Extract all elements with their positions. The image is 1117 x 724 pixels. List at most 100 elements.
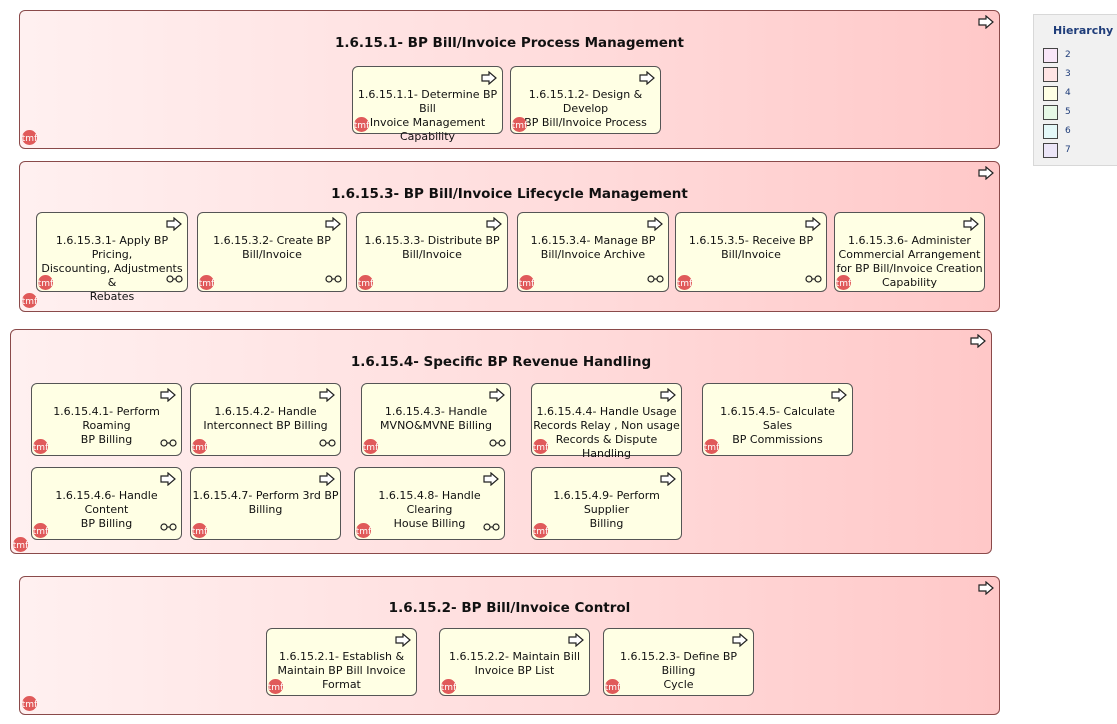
badge-text: tmf <box>519 279 535 289</box>
group-bill-invoice-process-management[interactable]: 1.6.15.1- BP Bill/Invoice Process Manage… <box>19 10 1000 149</box>
badge-text: tmf <box>363 443 379 453</box>
arrow-right-icon <box>978 581 994 595</box>
arrow-right-icon <box>660 388 676 402</box>
group-title: 1.6.15.2- BP Bill/Invoice Control <box>388 600 631 616</box>
link-chain-icon <box>325 275 342 283</box>
box-1-6-15-4-5[interactable]: 1.6.15.4.5- Calculate Sales BP Commissio… <box>702 383 853 456</box>
group-title: 1.6.15.4- Specific BP Revenue Handling <box>350 354 652 370</box>
badge-text: tmf <box>192 443 208 453</box>
badge-text: tmf <box>33 527 49 537</box>
box-1-6-15-4-4[interactable]: 1.6.15.4.4- Handle Usage Records Relay ,… <box>531 383 682 460</box>
badge-text: tmf <box>512 121 528 131</box>
badge-text: tmf <box>38 279 54 289</box>
tmf-badge-icon: tmf <box>199 275 215 290</box>
box-1-6-15-4-3[interactable]: 1.6.15.4.3- Handle MVNO&MVNE Billing tmf <box>361 383 511 456</box>
legend-label: 5 <box>1065 107 1071 117</box>
tmf-badge-icon: tmf <box>192 523 208 538</box>
box-1-6-15-2-3[interactable]: 1.6.15.2.3- Define BP Billing Cycle tmf <box>603 628 754 696</box>
arrow-right-icon <box>166 217 182 231</box>
box-1-6-15-3-2[interactable]: 1.6.15.3.2- Create BP Bill/Invoice tmf <box>197 212 347 292</box>
legend-label: 7 <box>1065 145 1071 155</box>
badge-text: tmf <box>677 279 693 289</box>
arrow-right-icon <box>319 388 335 402</box>
legend-label: 3 <box>1065 69 1071 79</box>
arrow-right-icon <box>647 217 663 231</box>
box-label: 1.6.15.4.8- Handle Clearing House Billin… <box>378 489 481 530</box>
tmf-badge-icon: tmf <box>358 275 374 290</box>
link-chain-icon <box>483 523 500 531</box>
group-title: 1.6.15.1- BP Bill/Invoice Process Manage… <box>335 35 684 51</box>
arrow-right-icon <box>568 633 584 647</box>
box-1-6-15-2-1[interactable]: 1.6.15.2.1- Establish & Maintain BP Bill… <box>266 628 417 696</box>
tmf-badge-icon: tmf <box>836 275 852 290</box>
badge-text: tmf <box>358 279 374 289</box>
badge-text: tmf <box>605 683 621 693</box>
badge-text: tmf <box>441 683 457 693</box>
box-label: 1.6.15.3.5- Receive BP Bill/Invoice <box>688 234 814 261</box>
link-chain-icon <box>160 523 177 531</box>
tmf-badge-icon: tmf <box>13 537 29 552</box>
box-1-6-15-4-2[interactable]: 1.6.15.4.2- Handle Interconnect BP Billi… <box>190 383 341 456</box>
box-1-6-15-1-2[interactable]: 1.6.15.1.2- Design & Develop BP Bill/Inv… <box>510 66 661 134</box>
badge-text: tmf <box>22 134 38 144</box>
box-1-6-15-4-1[interactable]: 1.6.15.4.1- Perform Roaming BP Billing t… <box>31 383 182 456</box>
arrow-right-icon <box>978 166 994 180</box>
box-1-6-15-3-1[interactable]: 1.6.15.3.1- Apply BP Pricing, Discountin… <box>36 212 188 303</box>
box-label: 1.6.15.2.2- Maintain Bill Invoice BP Lis… <box>449 650 580 677</box>
legend-swatch <box>1043 143 1058 158</box>
tmf-badge-icon: tmf <box>605 679 621 694</box>
group-bill-invoice-control[interactable]: 1.6.15.2- BP Bill/Invoice Control tmf 1.… <box>19 576 1000 715</box>
legend-label: 4 <box>1065 88 1071 98</box>
badge-text: tmf <box>533 527 549 537</box>
tmf-badge-icon: tmf <box>533 439 549 454</box>
box-1-6-15-3-3[interactable]: 1.6.15.3.3- Distribute BP Bill/Invoice t… <box>356 212 508 292</box>
badge-text: tmf <box>22 297 38 307</box>
tmf-badge-icon: tmf <box>33 523 49 538</box>
tmf-badge-icon: tmf <box>677 275 693 290</box>
arrow-right-icon <box>160 472 176 486</box>
box-label: 1.6.15.4.1- Perform Roaming BP Billing <box>53 405 160 446</box>
box-1-6-15-4-9[interactable]: 1.6.15.4.9- Perform Supplier Billing tmf <box>531 467 682 540</box>
box-label: 1.6.15.3.6- Administer Commercial Arrang… <box>836 234 983 289</box>
box-label: 1.6.15.3.4- Manage BP Bill/Invoice Archi… <box>530 234 656 261</box>
box-label: 1.6.15.1.2- Design & Develop BP Bill/Inv… <box>524 88 647 129</box>
link-chain-icon <box>647 275 664 283</box>
box-label: 1.6.15.4.5- Calculate Sales BP Commissio… <box>720 405 835 446</box>
box-1-6-15-1-1[interactable]: 1.6.15.1.1- Determine BP Bill Invoice Ma… <box>352 66 503 143</box>
arrow-right-icon <box>319 472 335 486</box>
badge-text: tmf <box>13 541 29 551</box>
link-chain-icon <box>489 439 506 447</box>
link-chain-icon <box>319 439 336 447</box>
tmf-badge-icon: tmf <box>533 523 549 538</box>
box-1-6-15-3-5[interactable]: 1.6.15.3.5- Receive BP Bill/Invoice tmf <box>675 212 827 292</box>
box-1-6-15-4-7[interactable]: 1.6.15.4.7- Perform 3rd BP Billing tmf <box>190 467 341 540</box>
group-title: 1.6.15.3- BP Bill/Invoice Lifecycle Mana… <box>331 186 688 202</box>
tmf-badge-icon: tmf <box>22 696 38 711</box>
box-1-6-15-4-6[interactable]: 1.6.15.4.6- Handle Content BP Billing tm… <box>31 467 182 540</box>
box-label: 1.6.15.4.4- Handle Usage Records Relay ,… <box>533 405 680 460</box>
arrow-right-icon <box>660 472 676 486</box>
box-1-6-15-3-6[interactable]: 1.6.15.3.6- Administer Commercial Arrang… <box>834 212 985 292</box>
box-1-6-15-2-2[interactable]: 1.6.15.2.2- Maintain Bill Invoice BP Lis… <box>439 628 590 696</box>
arrow-right-icon <box>831 388 847 402</box>
legend-title: Hierarchy Le <box>1053 24 1117 37</box>
arrow-right-icon <box>483 472 499 486</box>
arrow-right-icon <box>481 71 497 85</box>
box-1-6-15-4-8[interactable]: 1.6.15.4.8- Handle Clearing House Billin… <box>354 467 505 540</box>
link-chain-icon <box>160 439 177 447</box>
tmf-badge-icon: tmf <box>192 439 208 454</box>
badge-text: tmf <box>356 527 372 537</box>
box-label: 1.6.15.4.2- Handle Interconnect BP Billi… <box>203 405 328 432</box>
group-bill-invoice-lifecycle-management[interactable]: 1.6.15.3- BP Bill/Invoice Lifecycle Mana… <box>19 161 1000 312</box>
arrow-right-icon <box>978 15 994 29</box>
group-specific-revenue-handling[interactable]: 1.6.15.4- Specific BP Revenue Handling t… <box>10 329 992 554</box>
badge-text: tmf <box>533 443 549 453</box>
legend-swatch <box>1043 105 1058 120</box>
link-chain-icon <box>805 275 822 283</box>
box-1-6-15-3-4[interactable]: 1.6.15.3.4- Manage BP Bill/Invoice Archi… <box>517 212 669 292</box>
arrow-right-icon <box>325 217 341 231</box>
box-label: 1.6.15.3.2- Create BP Bill/Invoice <box>213 234 331 261</box>
legend-swatch <box>1043 48 1058 63</box>
tmf-badge-icon: tmf <box>22 130 38 145</box>
badge-text: tmf <box>22 700 38 710</box>
